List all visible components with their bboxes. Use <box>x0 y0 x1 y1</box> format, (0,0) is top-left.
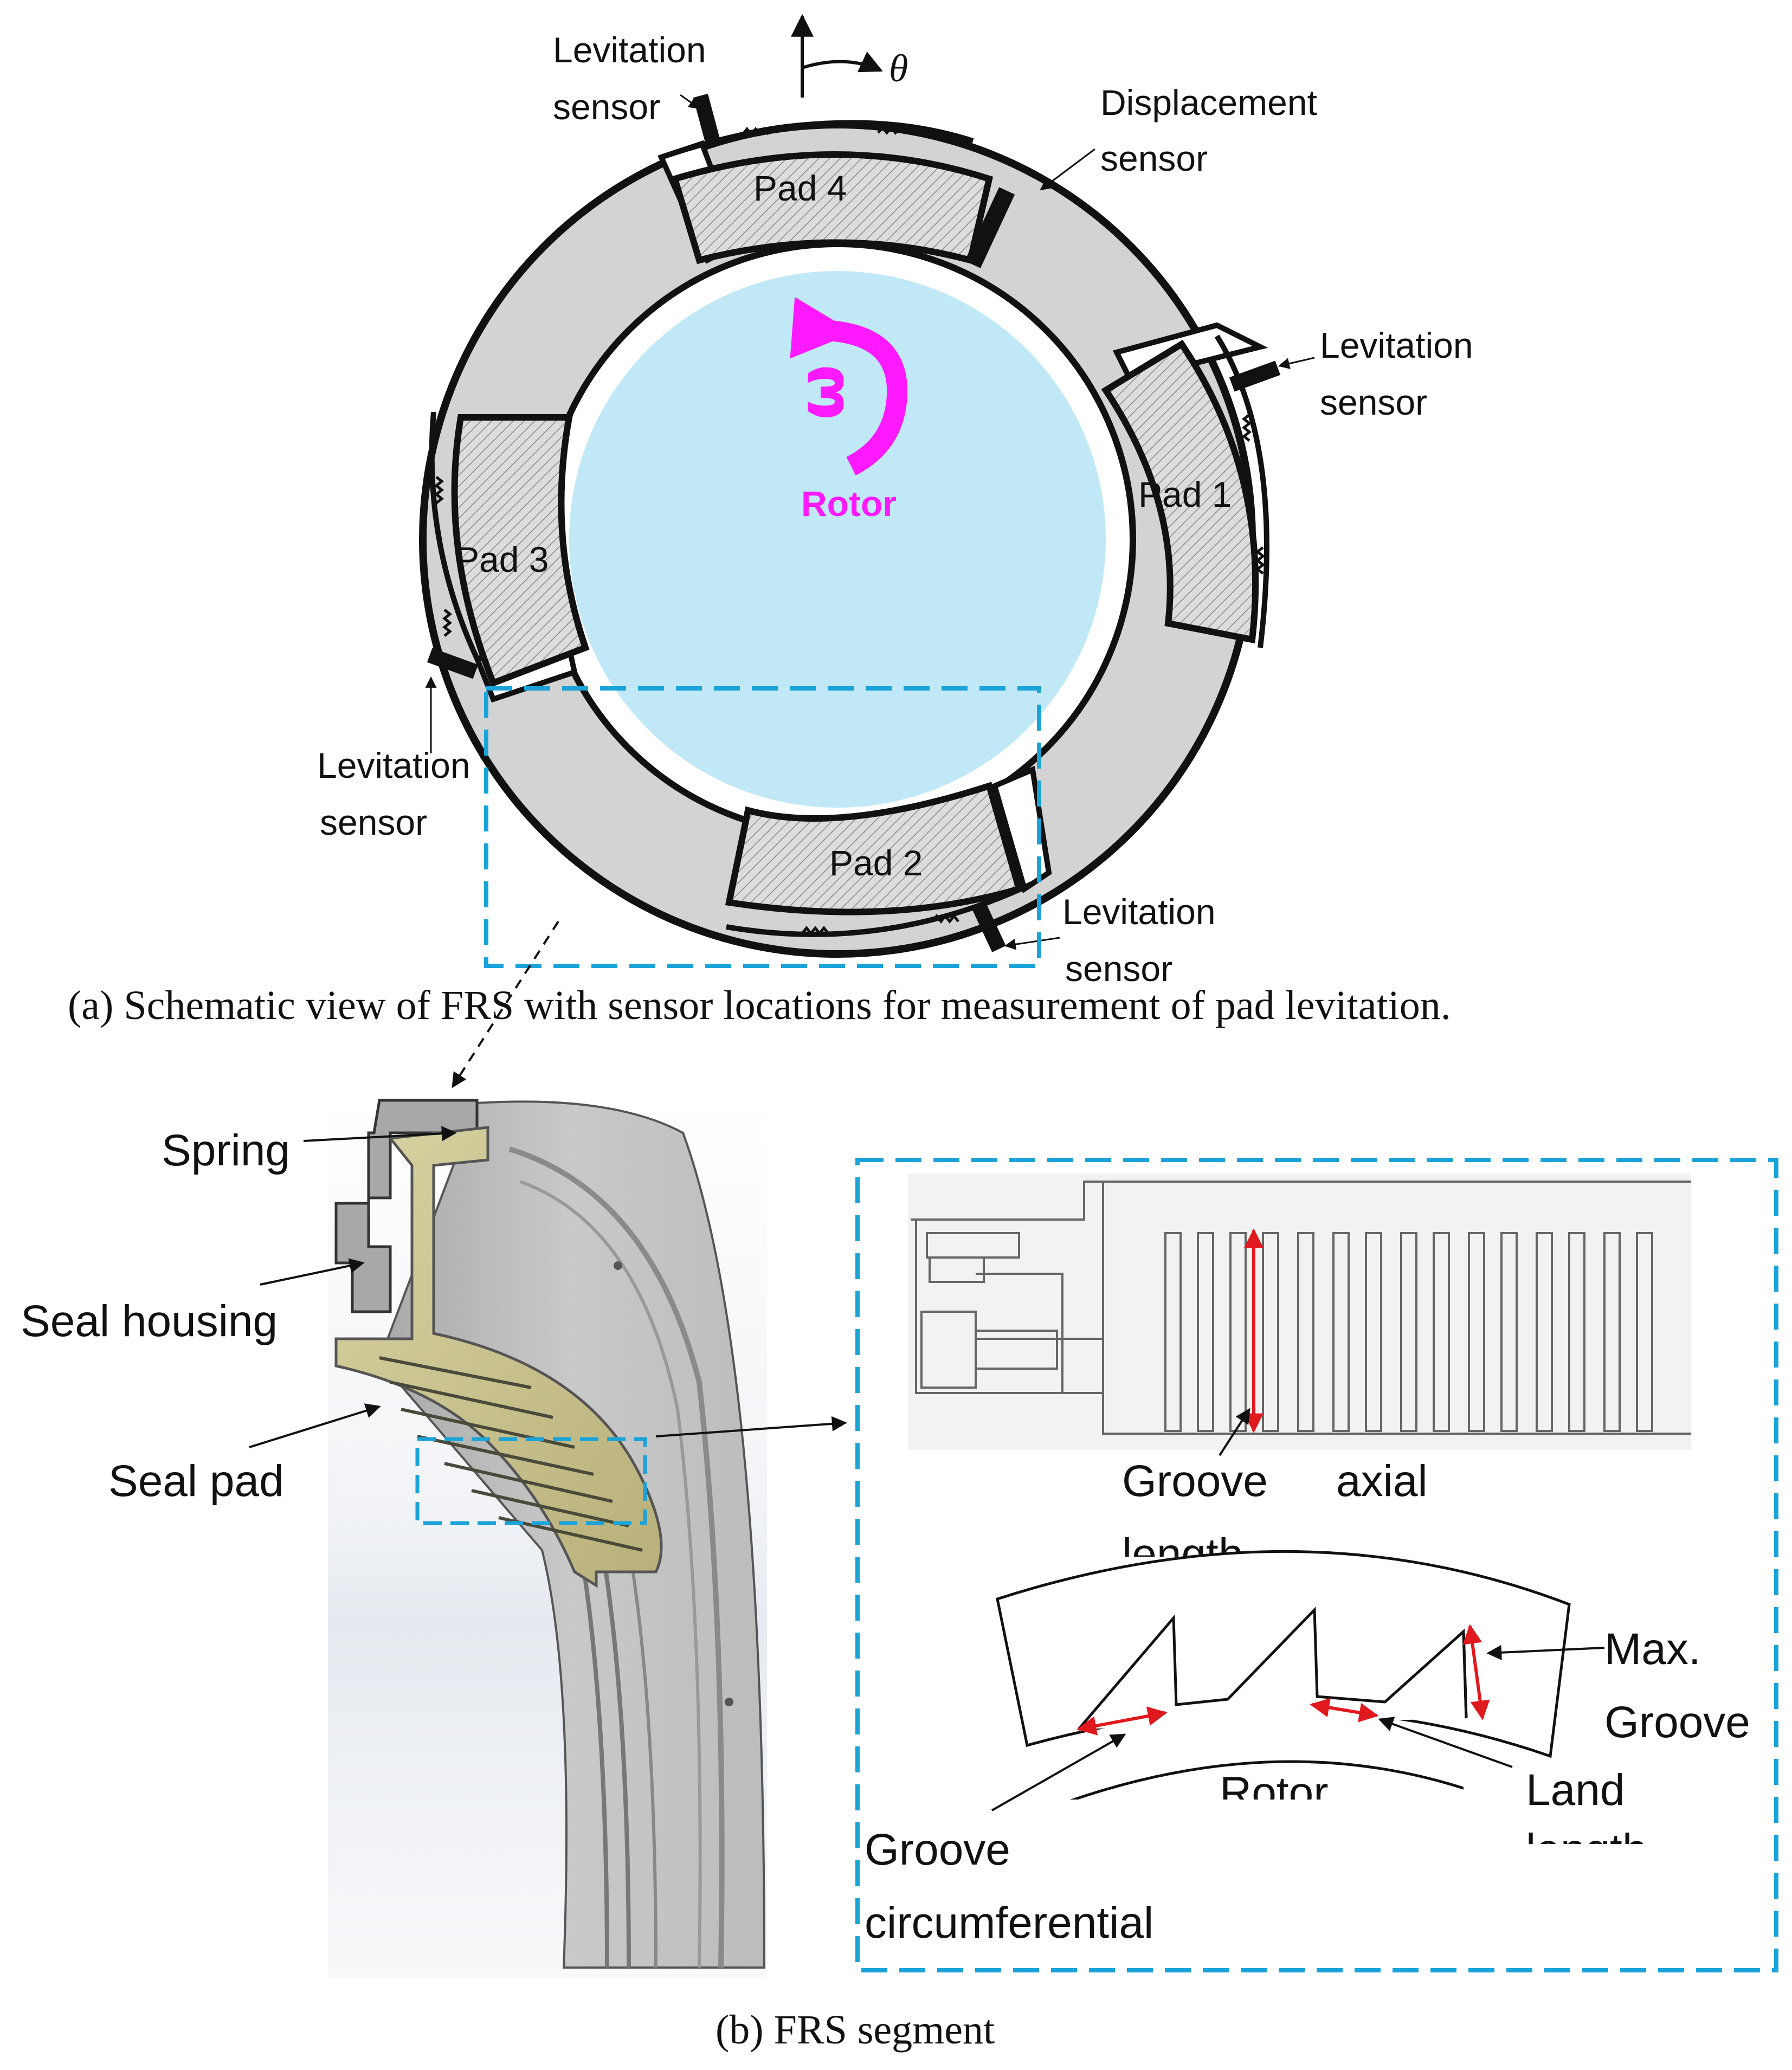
pad-1-label: Pad 1 <box>1138 474 1232 514</box>
rotor-disc <box>569 271 1106 808</box>
seal-housing-label: Seal housing <box>21 1297 278 1346</box>
max-label: Max. <box>1604 1624 1701 1674</box>
seal-pad-label: Seal pad <box>108 1456 284 1506</box>
lev-top-l1: Levitation <box>553 30 706 70</box>
groove-axial-l2: axial <box>1336 1456 1428 1506</box>
lev-left-l2: sensor <box>320 802 427 842</box>
rotor-label: Rotor <box>801 483 897 524</box>
pad-1: Pad 1 <box>1101 339 1259 644</box>
levitation-sensor-top <box>693 93 721 145</box>
land-length-marker <box>1310 1698 1379 1723</box>
lev-right-l1: Levitation <box>1320 325 1473 365</box>
theta-label: θ <box>889 47 908 90</box>
frs-segment-3d <box>328 1095 767 1978</box>
seal-pad-grooves <box>379 1356 643 1552</box>
pad-4-label: Pad 4 <box>753 168 847 208</box>
detail-box <box>855 1158 1778 1972</box>
lev-bottom-l2: sensor <box>1065 949 1172 989</box>
groove-circ-l1: Groove <box>865 1825 1010 1874</box>
displacement-sensor <box>964 187 1015 268</box>
lev-bottom-l1: Levitation <box>1062 892 1216 932</box>
disp-l2: sensor <box>1100 138 1208 178</box>
spring-label: Spring <box>162 1126 290 1175</box>
groove-detail-panel: Groove axial length Rotor Max. Groove La… <box>855 1158 1778 1972</box>
pad-4: Pad 4 <box>671 151 994 265</box>
axial-grooves <box>1164 1232 1653 1432</box>
zoom-link-arrow <box>452 920 559 1088</box>
groove-axial-l3: length <box>1122 1530 1243 1579</box>
max-groove-marker <box>1462 1624 1490 1720</box>
rotation-indicator: ω Rotor <box>783 296 908 524</box>
segment-labels: Spring Seal housing Seal pad <box>21 1126 847 1506</box>
omega-symbol: ω <box>783 364 858 420</box>
pad-2: Pad 2 <box>725 782 1023 915</box>
land-partial-label: length <box>1526 1825 1647 1874</box>
sensor-labels: Levitation sensor Displacement sensor Le… <box>317 30 1473 989</box>
groove-axial-l1: Groove <box>1122 1456 1268 1506</box>
caption-b: (b) FRS segment <box>715 2007 995 2053</box>
caption-a: (a) Schematic view of FRS with sensor lo… <box>68 983 1451 1028</box>
groove-circ-l2: circumferential <box>865 1898 1153 1948</box>
lev-right-l2: sensor <box>1320 382 1427 422</box>
groove-teeth <box>1078 1607 1468 1730</box>
levitation-sensor-left <box>427 648 479 679</box>
schematic-frs: Pad 4 Pad 1 Pad 3 Pad 2 <box>68 14 1473 1088</box>
axial-view: Groove axial length <box>908 1173 1691 1579</box>
pad-2-label: Pad 2 <box>829 843 923 883</box>
theta-axis: θ <box>791 14 908 98</box>
groove-zoom-box <box>415 1437 647 1525</box>
sensors <box>427 93 1281 952</box>
pad-3-label: Pad 3 <box>455 539 549 579</box>
pad-3: Pad 3 <box>451 414 590 687</box>
disp-l1: Displacement <box>1100 82 1317 122</box>
levitation-sensor-right <box>1229 360 1281 392</box>
levitation-sensor-bottom <box>971 901 1006 952</box>
lev-top-l2: sensor <box>553 87 660 127</box>
groove-right-label: Groove <box>1604 1698 1750 1747</box>
rotor-partial-label: Rotor <box>1220 1768 1329 1817</box>
circumferential-view: Rotor Max. Groove Land length Groove cir… <box>865 1550 1750 1948</box>
groove-circ-marker <box>1077 1706 1168 1736</box>
spring-icons <box>434 125 1266 936</box>
land-label: Land <box>1526 1765 1625 1815</box>
lev-left-l1: Levitation <box>317 745 470 785</box>
housing-profile <box>334 1099 479 1313</box>
zoom-region-box <box>484 686 1041 968</box>
